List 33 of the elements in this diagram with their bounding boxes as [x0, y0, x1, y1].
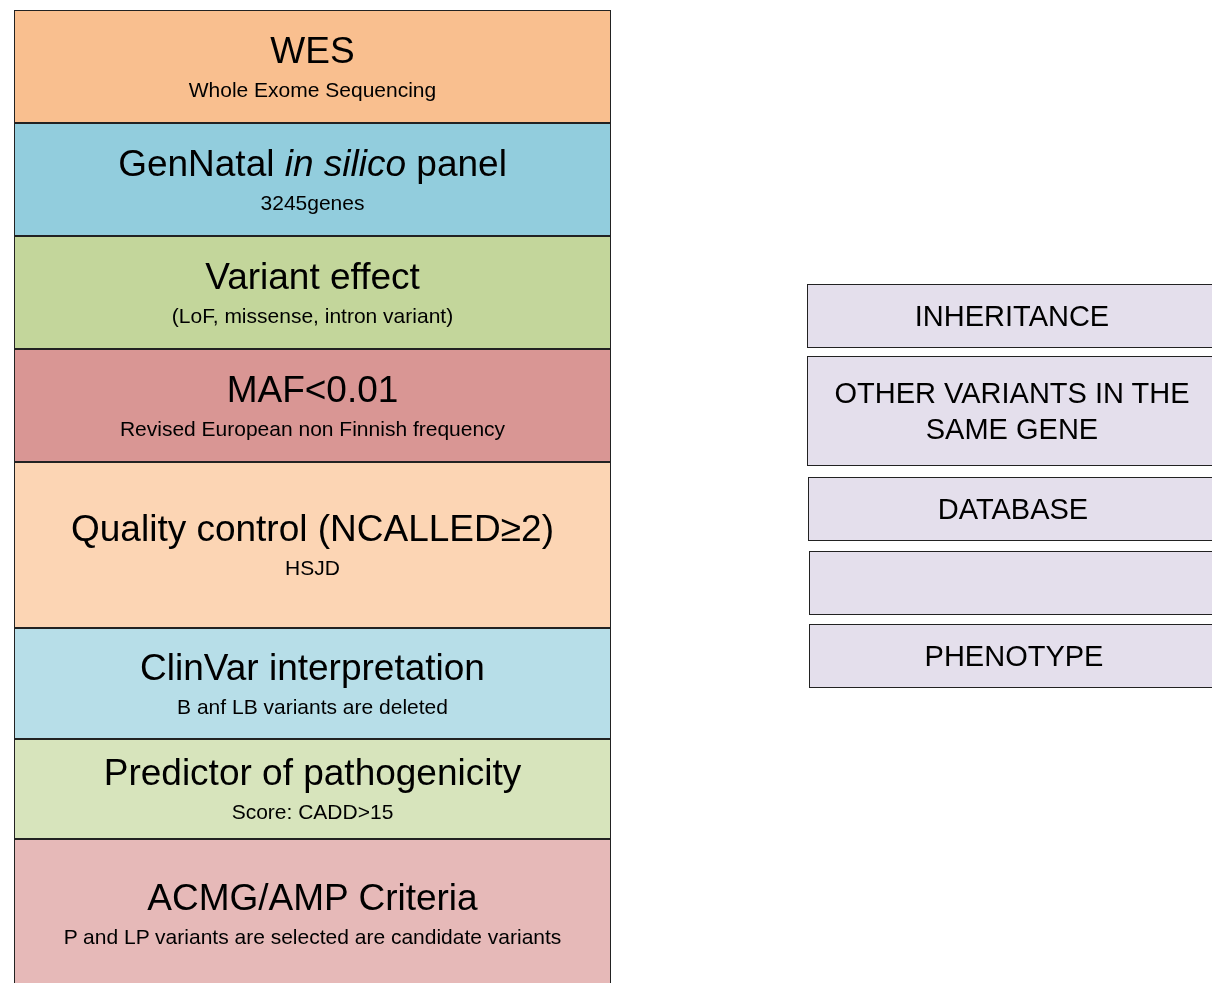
step-title: WES [270, 28, 355, 73]
criterion-box [809, 624, 1212, 688]
step-title: Predictor of pathogenicity [103, 751, 522, 796]
step-title: MAF<0.01 [226, 367, 399, 412]
filter-step-box [14, 739, 611, 839]
step-description: Whole Exome Sequencing [188, 76, 437, 103]
step-description: (LoF, missense, intron variant) [171, 302, 454, 329]
step-description: Revised European non Finnish frequency [119, 415, 506, 442]
filter-step-box [14, 123, 611, 236]
criterion-box [808, 477, 1212, 541]
step-title: ACMG/AMP Criteria [147, 876, 478, 921]
filter-step-box [14, 349, 611, 462]
criterion-label: INHERITANCE [914, 298, 1110, 334]
filter-step-box [14, 462, 611, 628]
step-description: B anf LB variants are deleted [177, 693, 448, 720]
empty-box [809, 551, 1212, 615]
step-title: Quality control (NCALLED≥2) [71, 507, 554, 552]
filter-step-box [14, 839, 611, 983]
step-title: Variant effect [205, 254, 420, 299]
step-description: Score: CADD>15 [231, 799, 394, 826]
step-description: HSJD [285, 555, 340, 582]
step-description: 3245genes [260, 189, 365, 216]
step-title: GenNatal in silico panel [118, 141, 507, 186]
criterion-box [807, 284, 1212, 348]
step-description: P and LP variants are selected are candidate variants [63, 924, 562, 951]
step-title: ClinVar interpretation [140, 645, 485, 690]
filter-step-box [14, 628, 611, 739]
criterion-label: DATABASE [937, 491, 1089, 527]
criterion-label: PHENOTYPE [924, 638, 1104, 674]
filter-step-box [14, 10, 611, 123]
criterion-label: OTHER VARIANTS IN THE SAME GENE [833, 375, 1191, 447]
criterion-box [807, 356, 1212, 466]
filter-step-box [14, 236, 611, 349]
